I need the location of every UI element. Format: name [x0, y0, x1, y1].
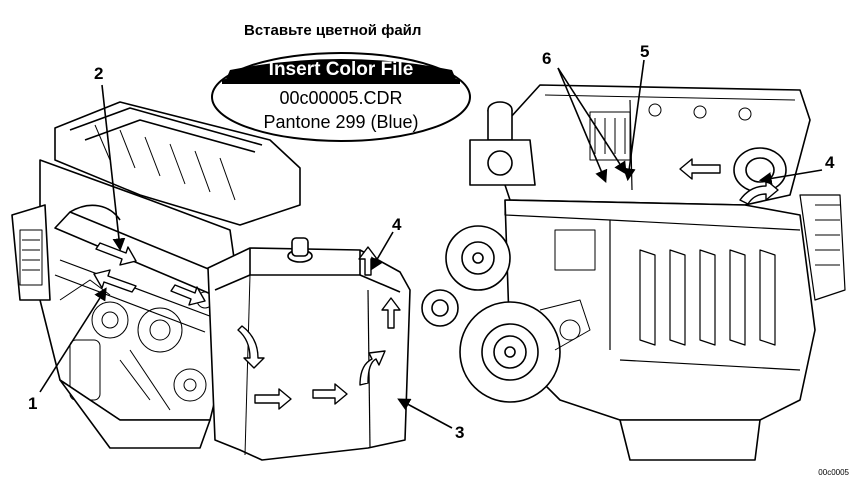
callout-4-right: 4 — [825, 153, 835, 172]
color-file-badge — [211, 52, 471, 142]
callout-3: 3 — [455, 423, 465, 442]
callout-6: 6 — [542, 49, 552, 68]
callout-2: 2 — [94, 64, 104, 83]
insert-color-file-caption-ru: Вставьте цветной файл — [244, 22, 422, 39]
badge-text-group: Insert Color File 00c00005.CDR Pantone 2… — [212, 53, 470, 141]
figure-id: 00c0005 — [818, 468, 849, 477]
leader-lines — [39, 59, 823, 429]
callout-5: 5 — [640, 42, 650, 61]
left-engine-illustration — [11, 101, 411, 461]
right-engine-illustration — [421, 84, 846, 461]
badge-pantone: Pantone 299 (Blue) — [263, 112, 419, 132]
badge-title: Insert Color File — [268, 59, 414, 80]
callout-4-left: 4 — [392, 215, 402, 234]
callout-1: 1 — [28, 394, 38, 413]
badge-file-name: 00c00005.CDR — [279, 88, 403, 108]
